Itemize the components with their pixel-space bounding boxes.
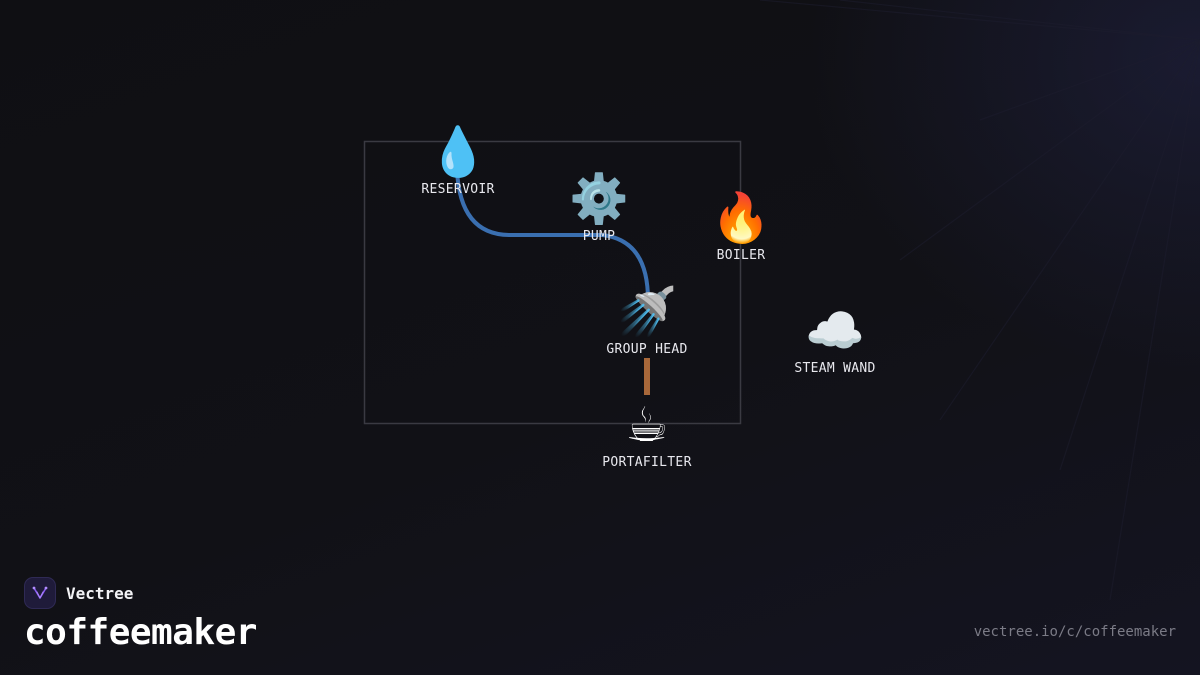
node-label: PORTAFILTER [602, 455, 692, 470]
node-reservoir[interactable]: 💧 RESERVOIR [421, 124, 494, 197]
page-url[interactable]: vectree.io/c/coffeemaker [973, 624, 1176, 640]
vectree-logo-mark [32, 586, 48, 599]
node-label: STEAM WAND [794, 361, 876, 376]
node-group-head[interactable]: 🚿 GROUP HEAD [606, 284, 687, 357]
page-title: coffeemaker [24, 612, 257, 653]
node-label: GROUP HEAD [606, 342, 688, 357]
brand-name: Vectree [66, 583, 134, 603]
fire-icon: 🔥 [711, 190, 771, 246]
coffee-cup-icon: ☕ [625, 397, 669, 453]
node-label: BOILER [716, 248, 766, 263]
vectree-logo-icon [24, 577, 56, 609]
node-label: RESERVOIR [421, 182, 495, 197]
node-label: PUMP [582, 229, 616, 244]
group-frame [363, 140, 742, 425]
node-portafilter[interactable]: ☕ PORTAFILTER [602, 397, 691, 470]
water-drop-icon: 💧 [428, 124, 488, 180]
node-pump[interactable]: ⚙️ PUMP [569, 171, 629, 244]
edge-water-line [455, 168, 650, 302]
shower-head-icon: 🚿 [617, 284, 677, 340]
node-steam-wand[interactable]: ☁️ STEAM WAND [794, 303, 875, 376]
cloud-icon: ☁️ [805, 303, 865, 359]
node-boiler[interactable]: 🔥 BOILER [711, 190, 771, 263]
gear-icon: ⚙️ [569, 171, 629, 227]
brand[interactable]: Vectree [24, 577, 133, 609]
